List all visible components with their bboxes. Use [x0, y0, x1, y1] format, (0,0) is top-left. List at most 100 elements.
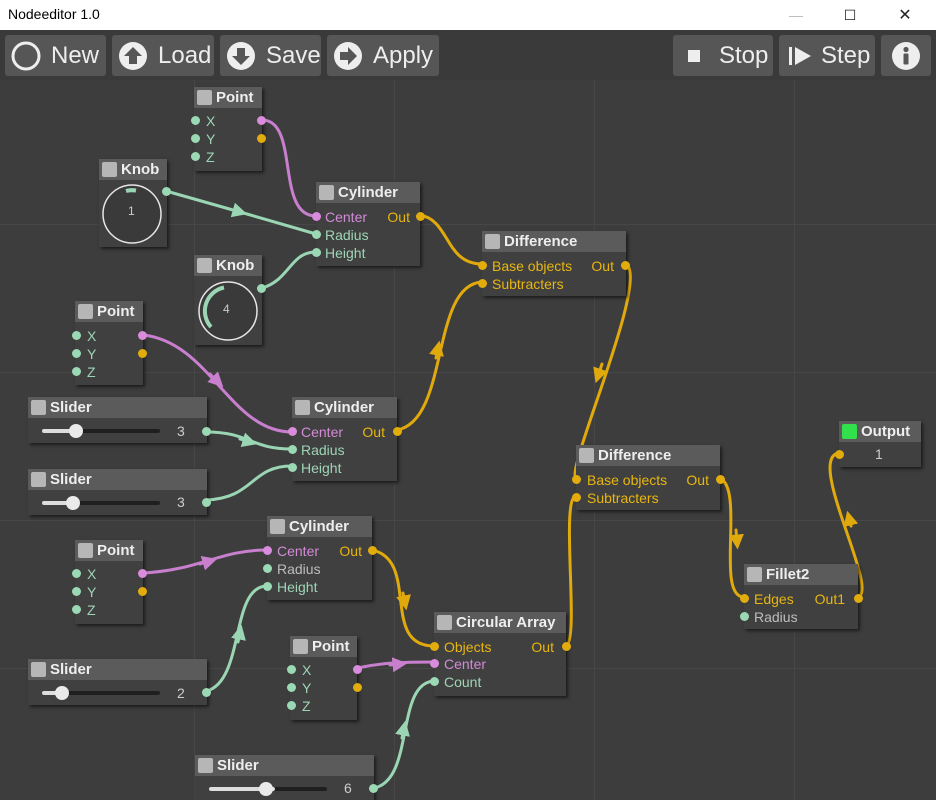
input-port-radius[interactable] — [288, 445, 297, 454]
load-button[interactable]: Load — [112, 35, 214, 76]
apply-button[interactable]: Apply — [327, 35, 439, 76]
input-port-radius[interactable] — [312, 230, 321, 239]
node-enable-checkbox[interactable] — [437, 615, 452, 630]
output-port-value[interactable] — [202, 498, 211, 507]
input-port-x[interactable] — [72, 331, 81, 340]
input-port-y[interactable] — [72, 587, 81, 596]
output-port-point[interactable] — [257, 134, 266, 143]
output-port-x[interactable] — [353, 665, 362, 674]
input-port-center[interactable] — [312, 212, 321, 221]
node-header[interactable]: Knob — [194, 255, 262, 276]
knob-node-1[interactable]: Knob 1 — [99, 159, 171, 247]
output-port-point[interactable] — [138, 587, 147, 596]
knob-dial[interactable] — [101, 183, 163, 245]
node-enable-checkbox[interactable] — [747, 567, 762, 582]
cylinder-node-3[interactable]: Cylinder Center Radius Height Out — [263, 516, 377, 600]
node-enable-checkbox[interactable] — [319, 185, 334, 200]
input-port-objects[interactable] — [430, 642, 439, 651]
difference-node-1[interactable]: Difference Base objects Subtracters Out — [478, 231, 630, 296]
slider-node-2[interactable]: Slider 3 — [28, 469, 211, 515]
circular-array-node[interactable]: Circular Array Objects Center Count Out — [430, 612, 571, 696]
input-port-height[interactable] — [288, 463, 297, 472]
node-enable-checkbox[interactable] — [197, 90, 212, 105]
input-port-subtracters[interactable] — [478, 279, 487, 288]
input-port-x[interactable] — [72, 569, 81, 578]
output-port-out[interactable] — [393, 427, 402, 436]
output-port-out1[interactable] — [854, 594, 863, 603]
input-port-z[interactable] — [72, 367, 81, 376]
node-enable-checkbox[interactable] — [198, 758, 213, 773]
difference-node-2[interactable]: Difference Base objects Subtracters Out — [572, 445, 725, 510]
node-enable-checkbox[interactable] — [485, 234, 500, 249]
node-header[interactable]: Knob — [99, 159, 167, 180]
input-port-center[interactable] — [430, 659, 439, 668]
input-port-subtracters[interactable] — [572, 493, 581, 502]
input-port-radius[interactable] — [263, 564, 272, 573]
node-header[interactable]: Cylinder — [292, 397, 397, 418]
node-enable-checkbox[interactable] — [295, 400, 310, 415]
info-button[interactable] — [881, 35, 931, 76]
output-port-x[interactable] — [257, 116, 266, 125]
close-button[interactable]: ✕ — [898, 7, 912, 24]
input-port-edges[interactable] — [740, 594, 749, 603]
node-header[interactable]: Slider — [195, 755, 374, 776]
node-header[interactable]: Difference — [482, 231, 626, 252]
output-port-x[interactable] — [138, 331, 147, 340]
stop-button[interactable]: Stop — [673, 35, 773, 76]
node-header[interactable]: Point — [75, 301, 143, 322]
output-port-value[interactable] — [202, 688, 211, 697]
input-port-z[interactable] — [72, 605, 81, 614]
node-header[interactable]: Difference — [576, 445, 720, 466]
output-port-value[interactable] — [257, 284, 266, 293]
input-port-height[interactable] — [312, 248, 321, 257]
output-port-value[interactable] — [162, 187, 171, 196]
output-port-out[interactable] — [416, 212, 425, 221]
node-enable-checkbox[interactable] — [270, 519, 285, 534]
node-header[interactable]: Output — [839, 421, 921, 442]
node-enable-checkbox[interactable] — [293, 639, 308, 654]
node-enable-checkbox[interactable] — [579, 448, 594, 463]
input-port-radius[interactable] — [740, 612, 749, 621]
new-button[interactable]: New — [5, 35, 106, 76]
slider-track[interactable] — [42, 501, 160, 505]
cylinder-node-2[interactable]: Cylinder Center Radius Height Out — [288, 397, 402, 481]
cylinder-node-1[interactable]: Cylinder Center Radius Height Out — [312, 182, 425, 266]
slider-thumb[interactable] — [55, 686, 69, 700]
output-port-x[interactable] — [138, 569, 147, 578]
knob-node-2[interactable]: Knob 4 — [194, 255, 266, 345]
node-enable-checkbox[interactable] — [102, 162, 117, 177]
output-port-point[interactable] — [353, 683, 362, 692]
point-node-2[interactable]: Point X Y Z — [72, 301, 147, 385]
input-port-x[interactable] — [191, 116, 200, 125]
node-enable-checkbox[interactable] — [31, 662, 46, 677]
input-port-z[interactable] — [287, 701, 296, 710]
node-header[interactable]: Slider — [28, 659, 207, 680]
node-header[interactable]: Circular Array — [434, 612, 566, 633]
output-port-out[interactable] — [621, 261, 630, 270]
step-button[interactable]: Step — [779, 35, 875, 76]
slider-track[interactable] — [42, 691, 160, 695]
point-node-4[interactable]: Point X Y Z — [287, 636, 362, 720]
input-port-y[interactable] — [191, 134, 200, 143]
node-header[interactable]: Point — [194, 87, 262, 108]
node-enable-checkbox[interactable] — [197, 258, 212, 273]
node-enable-checkbox[interactable] — [78, 304, 93, 319]
input-port-base-objects[interactable] — [478, 261, 487, 270]
input-port-z[interactable] — [191, 152, 200, 161]
node-canvas[interactable]: Point X Y Z Knob 1 Knob — [0, 80, 936, 800]
slider-node-4[interactable]: Slider 6 — [195, 755, 378, 800]
slider-thumb[interactable] — [259, 782, 273, 796]
input-port-x[interactable] — [287, 665, 296, 674]
output-port-value[interactable] — [369, 784, 378, 793]
output-node[interactable]: Output 1 — [835, 421, 921, 467]
input-port-y[interactable] — [287, 683, 296, 692]
input-port-center[interactable] — [288, 427, 297, 436]
node-header[interactable]: Slider — [28, 397, 207, 418]
input-port-height[interactable] — [263, 582, 272, 591]
output-port-out[interactable] — [562, 642, 571, 651]
slider-node-1[interactable]: Slider 3 — [28, 397, 211, 443]
knob-dial[interactable] — [196, 279, 260, 343]
input-port-center[interactable] — [263, 546, 272, 555]
output-port-value[interactable] — [202, 427, 211, 436]
output-port-out[interactable] — [368, 546, 377, 555]
